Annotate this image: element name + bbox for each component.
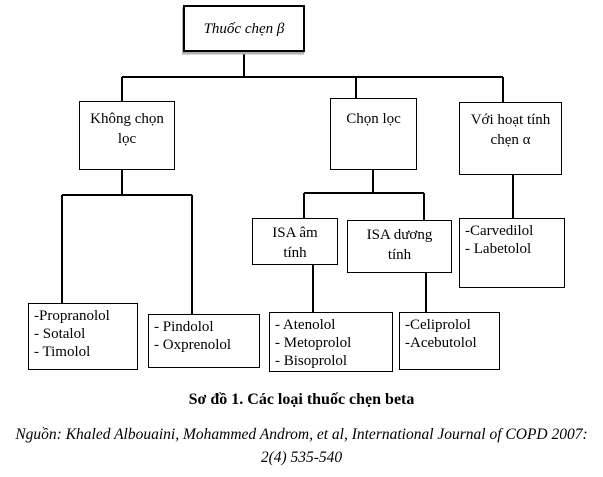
node-non-selective-line2: lọc [117,131,137,147]
drug-item: -Celiprolol [405,317,471,333]
node-selective: Chọn lọc [330,98,417,170]
drug-item: -Acebutolol [405,335,477,351]
drug-item: - Metoprolol [275,335,352,351]
drug-item: - Atenolol [275,317,336,333]
node-non-selective-line1: Không chọn [90,111,164,127]
node-isa-positive-line2: tính [387,247,412,263]
node-beta-blockers: Thuốc chẹn β [183,5,305,52]
drug-item: - Sotalol [34,326,86,342]
drug-item: -Propranolol [34,308,110,324]
node-isa-negative-line2: tính [283,245,307,261]
node-celiprolol-group: -Celiprolol -Acebutolol [399,312,500,370]
node-selective-label: Chọn lọc [346,111,401,127]
node-non-selective: Không chọn lọc [79,101,175,170]
drug-item: - Oxprenolol [154,337,232,353]
node-isa-negative: ISA âm tính [252,218,338,265]
node-propranolol-group: -Propranolol - Sotalol - Timolol [28,303,138,370]
source-citation: Nguồn: Khaled Albouaini, Mohammed Androm… [0,423,603,469]
drug-item: - Timolol [34,344,91,360]
drug-item: - Pindolol [154,319,214,335]
node-carvedilol-labetolol: -Carvedilol - Labetolol [459,218,565,288]
node-isa-positive: ISA dương tính [347,220,452,273]
node-beta-blockers-label: Thuốc chẹn β [203,20,285,37]
node-alpha-activity: Với hoạt tính chẹn α [459,102,562,175]
figure-caption: Sơ đồ 1. Các loại thuốc chẹn beta [188,391,415,408]
source-citation-line1: Nguồn: Khaled Albouaini, Mohammed Androm… [15,426,588,443]
node-alpha-activity-line2: chẹn α [490,132,531,148]
drug-item: - Labetolol [465,241,532,257]
node-pindolol-group: - Pindolol - Oxprenolol [148,314,260,368]
node-alpha-activity-line1: Với hoạt tính [470,112,551,128]
node-isa-negative-line1: ISA âm [272,225,318,241]
drug-item: - Bisoprolol [275,353,348,369]
node-isa-positive-line1: ISA dương [366,227,433,243]
source-citation-line2: 2(4) 535-540 [260,449,343,466]
node-atenolol-group: - Atenolol - Metoprolol - Bisoprolol [269,312,393,372]
drug-item: -Carvedilol [465,223,534,239]
